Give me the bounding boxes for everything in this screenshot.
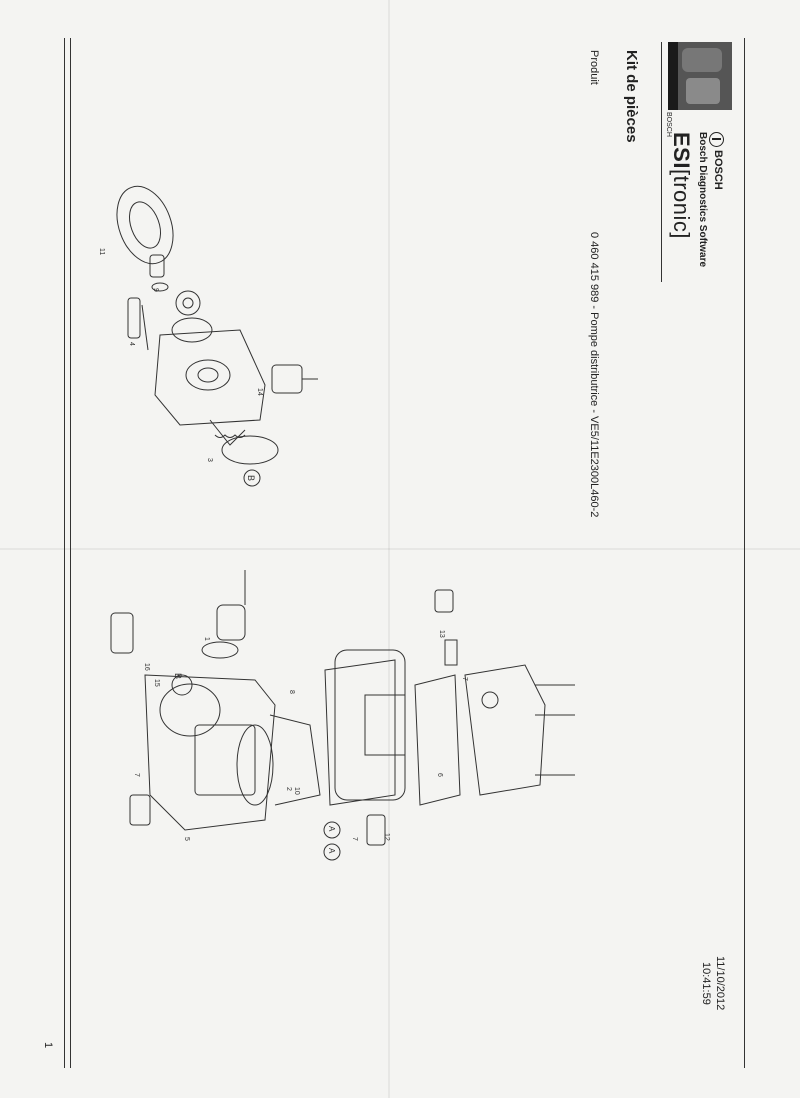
callout-label: 3 — [206, 458, 213, 462]
seal-ring-shape — [116, 185, 174, 265]
callout-label: 15 — [153, 679, 160, 687]
exploded-diagram-head — [116, 185, 318, 465]
callout-label: A — [327, 826, 336, 832]
callouts-head: 11 9 4 14 3 B — [98, 248, 263, 487]
app-name-bold: ESI — [669, 132, 694, 169]
end-cover-shape — [464, 664, 546, 796]
callout-label: 10 — [293, 787, 300, 795]
callout-label: 12 — [383, 833, 390, 841]
callout-label: 11 — [98, 248, 105, 255]
page-title: Kit de pièces — [623, 50, 640, 143]
software-name: Bosch Diagnostics Software — [697, 132, 708, 268]
callout-label: 6 — [436, 773, 443, 777]
print-time: 10:41:59 — [700, 962, 712, 1005]
page-number: 1 — [42, 1042, 54, 1049]
callout-label: 8 — [288, 690, 295, 694]
app-name-light: [tronic] — [669, 168, 694, 239]
callout-label: 4 — [128, 342, 135, 346]
callout-label: 2 — [285, 787, 292, 791]
fold-line-horizontal — [0, 548, 800, 550]
exploded-diagram-pump-body — [110, 570, 575, 861]
brand-name: BOSCH — [712, 150, 724, 190]
header-photo — [668, 42, 732, 110]
bosch-logo-icon — [709, 132, 724, 147]
fold-line-vertical — [388, 0, 390, 1098]
callout-label: 7 — [351, 837, 358, 841]
product-label: Produit — [588, 50, 600, 85]
right-border-rule — [744, 38, 745, 1068]
left-border-rule-inner — [70, 38, 71, 1068]
callout-label: B — [246, 475, 256, 481]
header-rule — [661, 42, 662, 282]
app-logo: ESI[tronic] — [668, 132, 694, 239]
callout-label: A — [327, 848, 336, 854]
pump-housing-shape — [144, 674, 276, 831]
callout-label: 13 — [438, 630, 445, 638]
callout-label: 1 — [203, 637, 210, 641]
print-date: 11/10/2012 — [714, 956, 726, 1011]
callout-label: 14 — [256, 388, 263, 396]
callouts-pump-body: 1 13 7 8 6 16 15 B 7 10 2 A A 7 12 5 — [133, 630, 468, 854]
product-value: 0 460 415 989 - Pompe distributrice - VE… — [588, 232, 600, 518]
left-border-rule — [64, 38, 65, 1068]
callout-label: 9 — [152, 288, 159, 292]
callout-label: 5 — [183, 837, 190, 841]
callout-label: B — [173, 673, 183, 679]
callout-label: 16 — [143, 663, 150, 671]
callout-label: 7 — [461, 677, 468, 681]
callout-label: 7 — [133, 773, 140, 777]
cover-gasket-shape — [324, 659, 396, 806]
pump-head-body-shape — [154, 329, 266, 426]
